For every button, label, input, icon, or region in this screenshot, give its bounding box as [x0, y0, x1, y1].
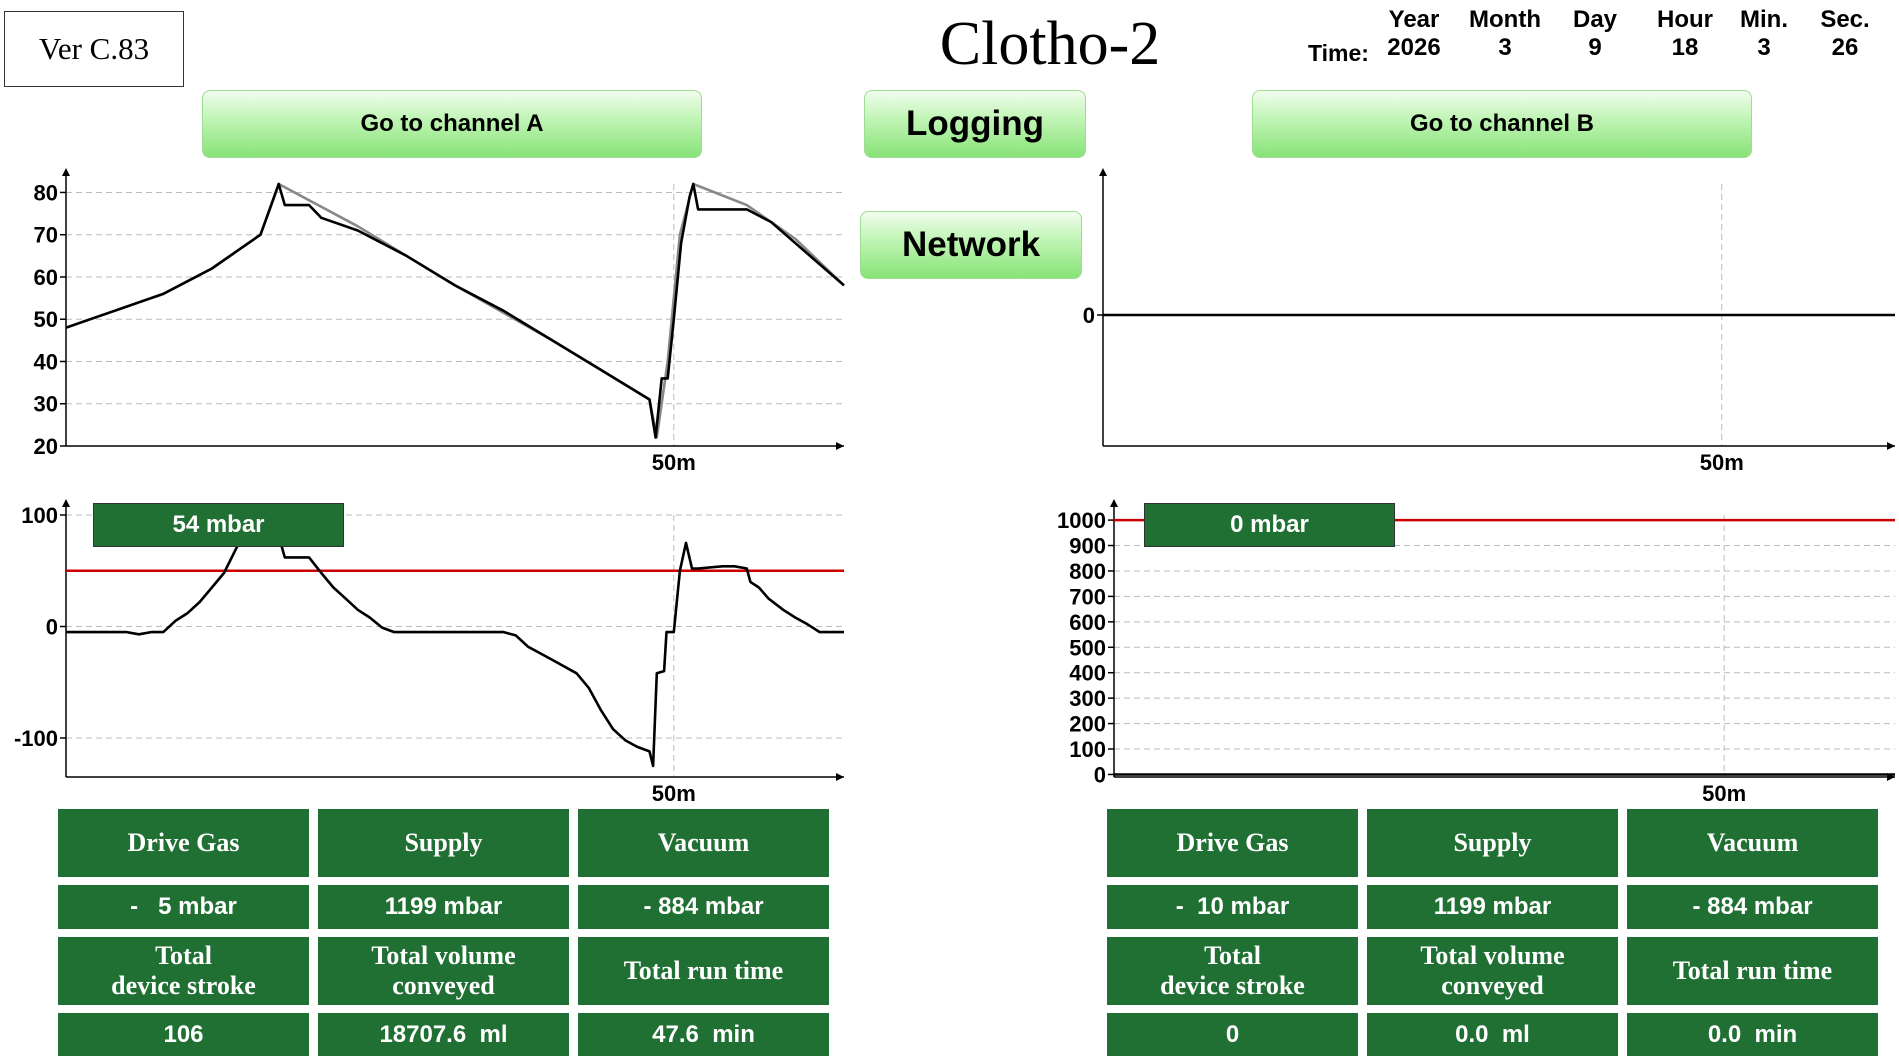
y-tick-label: 600: [1069, 610, 1106, 635]
total-run-time-value: 47.6 min: [578, 1013, 829, 1056]
drive-gas-value: - 10 mbar: [1107, 885, 1358, 929]
series-line: [66, 513, 844, 768]
total-run-time-label: Total run time: [1627, 937, 1878, 1005]
go-to-channel-a-button[interactable]: Go to channel A: [202, 90, 702, 158]
drive-gas-value: - 5 mbar: [58, 885, 309, 929]
x-axis-arrow: [836, 442, 844, 450]
drive-gas-label: Drive Gas: [58, 809, 309, 877]
x-tick-label: 50m: [1702, 781, 1746, 806]
logging-button[interactable]: Logging: [864, 90, 1086, 158]
network-button[interactable]: Network: [860, 211, 1082, 279]
total-volume-conveyed-label: Total volume conveyed: [1367, 937, 1618, 1005]
total-device-stroke-label: Total device stroke: [58, 937, 309, 1005]
y-tick-label: 100: [21, 503, 58, 528]
series-line: [65, 182, 845, 439]
supply-label: Supply: [318, 809, 569, 877]
version-label: Ver C.83: [4, 11, 184, 87]
x-tick-label: 50m: [652, 781, 696, 806]
time-minute: Min.3: [1740, 6, 1788, 61]
vacuum-label: Vacuum: [1627, 809, 1878, 877]
x-axis-arrow: [836, 773, 844, 781]
y-tick-label: 30: [34, 392, 58, 417]
channel-b-top-chart: 0 50m: [1083, 168, 1895, 475]
y-tick-label: 40: [34, 349, 58, 374]
go-to-channel-b-button[interactable]: Go to channel B: [1252, 90, 1752, 158]
series-line: [65, 182, 845, 439]
y-tick-label: 200: [1069, 712, 1106, 737]
x-axis-arrow: [1887, 442, 1895, 450]
total-device-stroke-value: 106: [58, 1013, 309, 1056]
y-axis-arrow: [1099, 168, 1107, 176]
time-second: Sec.26: [1820, 6, 1870, 61]
vacuum-label: Vacuum: [578, 809, 829, 877]
y-tick-label: 0: [1083, 303, 1095, 328]
x-tick-label: 50m: [1700, 450, 1744, 475]
y-tick-label: 800: [1069, 559, 1106, 584]
supply-label: Supply: [1367, 809, 1618, 877]
channel-a-bottom-chart: -100 0 100 50m: [14, 499, 844, 806]
vacuum-value: - 884 mbar: [1627, 885, 1878, 929]
y-tick-label: 500: [1069, 635, 1106, 660]
y-tick-label: 300: [1069, 686, 1106, 711]
y-tick-label: 60: [34, 265, 58, 290]
total-volume-conveyed-value: 18707.6 ml: [318, 1013, 569, 1056]
y-tick-label: 900: [1069, 534, 1106, 559]
y-tick-label: 0: [1094, 762, 1106, 787]
y-tick-label: 0: [46, 614, 58, 639]
y-tick-label: 70: [34, 223, 58, 248]
drive-gas-label: Drive Gas: [1107, 809, 1358, 877]
total-device-stroke-label: Total device stroke: [1107, 937, 1358, 1005]
total-device-stroke-value: 0: [1107, 1013, 1358, 1056]
channel-b-setpoint-badge: 0 mbar: [1144, 503, 1395, 547]
y-axis-arrow: [1110, 499, 1118, 507]
y-axis-arrow: [62, 499, 70, 507]
y-tick-label: 80: [34, 180, 58, 205]
supply-value: 1199 mbar: [318, 885, 569, 929]
y-tick-label: 1000: [1057, 508, 1106, 533]
app-title: Clotho-2: [939, 10, 1161, 78]
y-tick-label: 20: [34, 434, 58, 459]
channel-a-setpoint-badge: 54 mbar: [93, 503, 344, 547]
total-volume-conveyed-value: 0.0 ml: [1367, 1013, 1618, 1056]
y-tick-label: 100: [1069, 737, 1106, 762]
channel-a-top-chart: 20 30 40 50 60 70 80 50m: [34, 168, 845, 475]
total-run-time-value: 0.0 min: [1627, 1013, 1878, 1056]
total-run-time-label: Total run time: [578, 937, 829, 1005]
y-axis-arrow: [62, 168, 70, 176]
y-tick-label: 400: [1069, 661, 1106, 686]
supply-value: 1199 mbar: [1367, 885, 1618, 929]
y-tick-label: 700: [1069, 584, 1106, 609]
y-tick-label: 50: [34, 307, 58, 332]
total-volume-conveyed-label: Total volume conveyed: [318, 937, 569, 1005]
y-tick-label: -100: [14, 726, 58, 751]
time-label: Time:: [1308, 40, 1369, 66]
x-tick-label: 50m: [652, 450, 696, 475]
vacuum-value: - 884 mbar: [578, 885, 829, 929]
